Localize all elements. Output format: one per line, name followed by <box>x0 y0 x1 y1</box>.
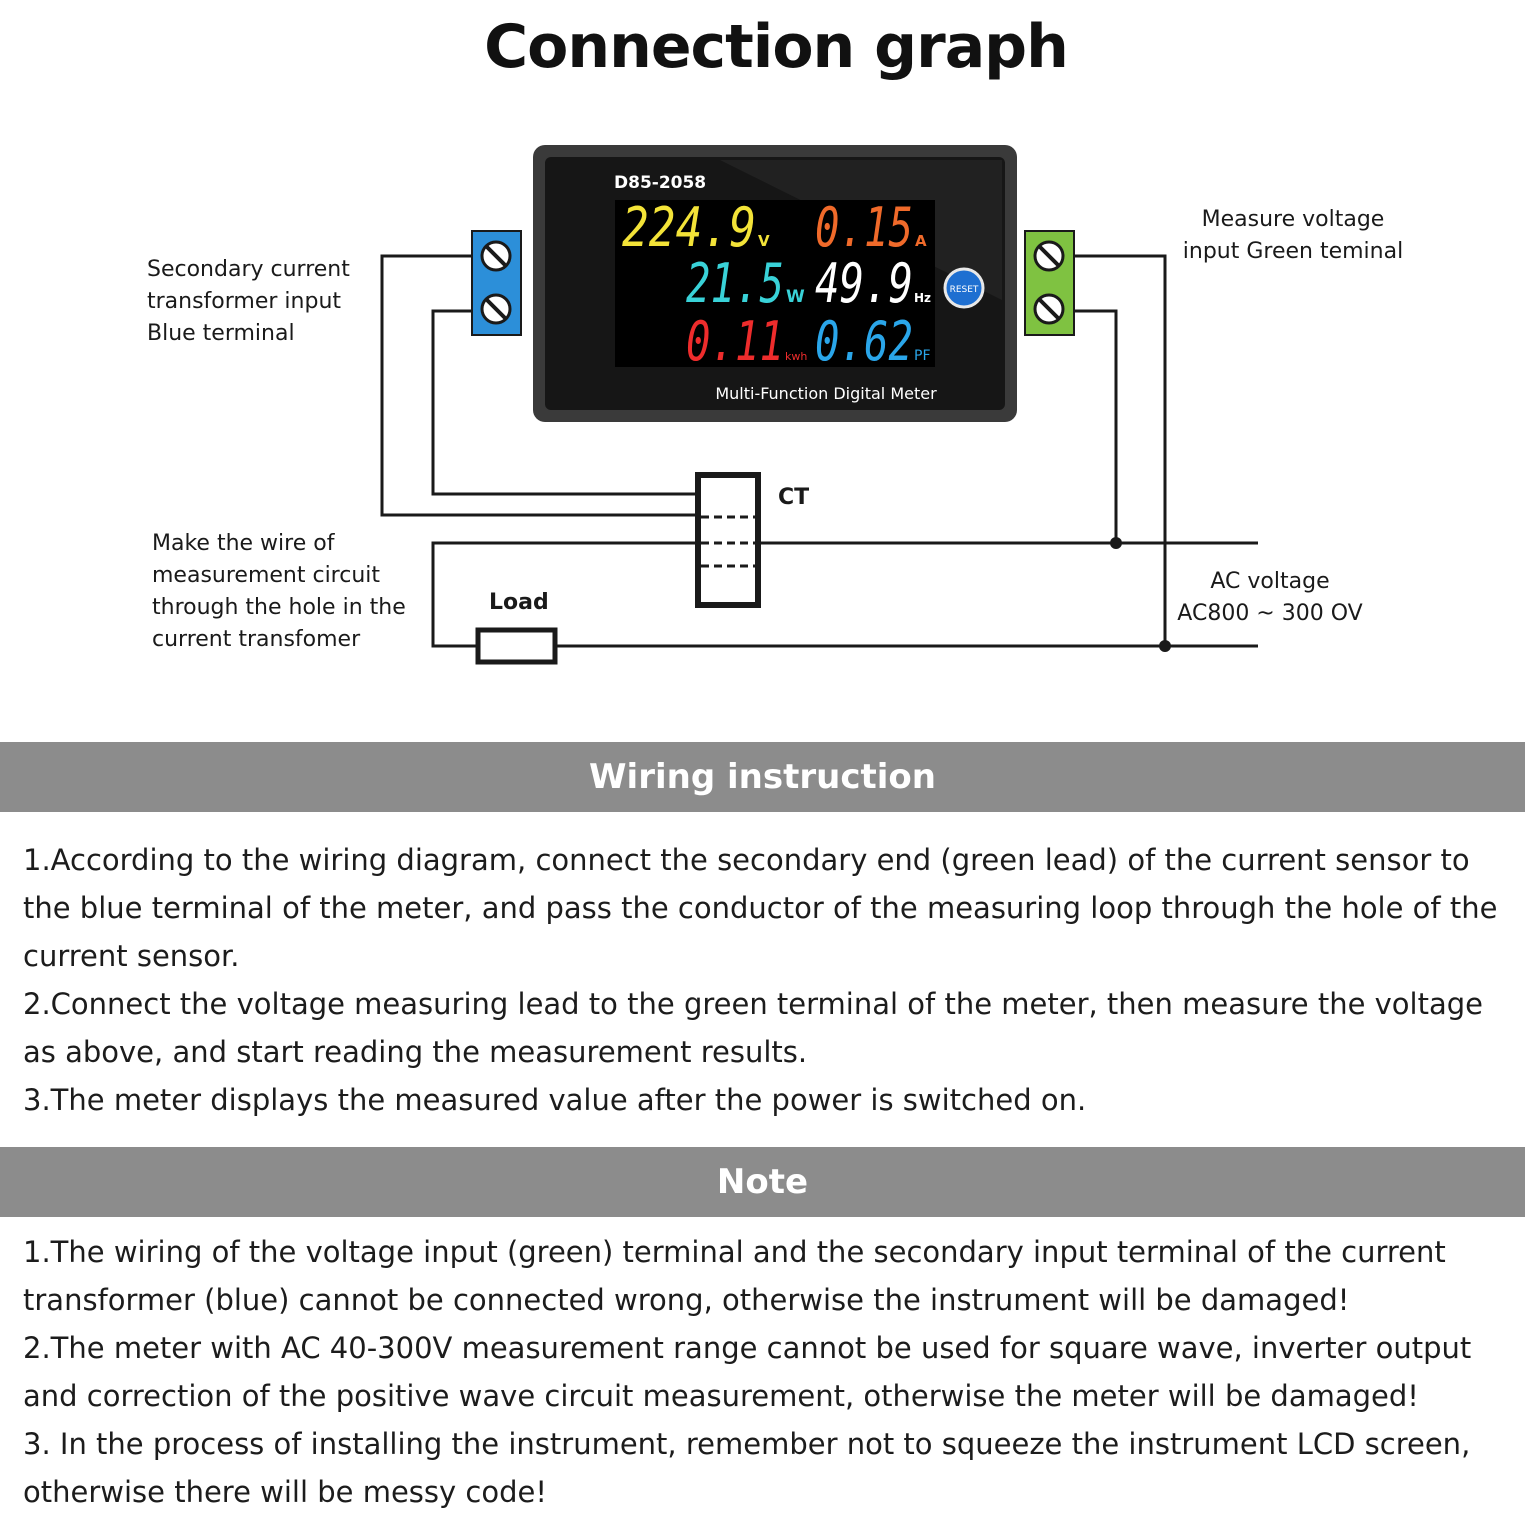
label-secondary-line-2: transformer input <box>147 289 342 314</box>
meter-screen <box>615 200 935 367</box>
note-heading-band: Note <box>0 1147 1525 1217</box>
note-list: 1.The wiring of the voltage input (green… <box>23 1228 1518 1516</box>
unit-power-factor: PF <box>914 348 931 364</box>
wiring-lines <box>380 254 1258 648</box>
label-ac: AC voltage AC800 ~ 300 OV <box>1160 566 1380 630</box>
load-resistor <box>475 627 558 665</box>
note-item-1: 1.The wiring of the voltage input (green… <box>23 1235 1446 1317</box>
meter-model: D85-2058 <box>614 173 706 193</box>
label-measure-line-2: input Green teminal <box>1182 239 1404 264</box>
reading-frequency: 49.9 <box>815 252 913 315</box>
label-secondary-line-3: Blue terminal <box>147 321 295 346</box>
note-item-2: 2.The meter with AC 40-300V measurement … <box>23 1331 1472 1413</box>
blue-terminal <box>471 230 522 336</box>
unit-energy: kwh <box>785 350 807 363</box>
wire-green-bottom <box>1074 309 1118 543</box>
unit-power: W <box>786 287 805 307</box>
wiring-item-3: 3.The meter displays the measured value … <box>23 1083 1087 1117</box>
reading-current: 0.15 <box>815 196 913 259</box>
page-title: Connection graph <box>484 12 1069 82</box>
label-ct: CT <box>778 485 810 510</box>
label-secondary-line-1: Secondary current <box>147 257 350 282</box>
note-item-3: 3. In the process of installing the inst… <box>23 1427 1471 1509</box>
label-wire-line-3: through the hole in the <box>152 595 406 620</box>
label-wire-line-4: current transfomer <box>152 627 361 652</box>
reset-button[interactable]: RESET <box>943 267 985 309</box>
wire-blue-top <box>380 254 698 517</box>
label-wire-line-2: measurement circuit <box>152 563 381 588</box>
reading-power-factor: 0.62 <box>815 310 913 373</box>
connection-diagram: D85-2058 Multi-Function Digital Meter 22… <box>380 145 1258 665</box>
label-secondary: Secondary current transformer input Blue… <box>147 254 350 350</box>
junction-dot-top <box>1110 537 1122 549</box>
label-ac-line-2: AC800 ~ 300 OV <box>1177 601 1363 626</box>
green-terminal <box>1024 230 1075 336</box>
label-measure-line-1: Measure voltage <box>1201 207 1385 232</box>
label-wire: Make the wire of measurement circuit thr… <box>152 528 406 656</box>
label-ac-line-1: AC voltage <box>1210 569 1330 594</box>
wiring-heading: Wiring instruction <box>589 757 936 797</box>
digital-meter: D85-2058 Multi-Function Digital Meter 22… <box>533 145 1017 422</box>
reset-label: RESET <box>950 285 979 295</box>
wiring-item-1: 1.According to the wiring diagram, conne… <box>23 843 1498 973</box>
unit-frequency: Hz <box>914 291 931 305</box>
ct-transformer <box>695 472 761 608</box>
wiring-heading-band: Wiring instruction <box>0 742 1525 812</box>
unit-voltage: V <box>758 232 770 250</box>
label-load: Load <box>489 590 549 615</box>
reading-power: 21.5 <box>686 252 784 315</box>
wiring-item-2: 2.Connect the voltage measuring lead to … <box>23 987 1483 1069</box>
junction-dot-bottom <box>1159 640 1171 652</box>
wire-blue-bottom <box>431 309 698 496</box>
label-measure: Measure voltage input Green teminal <box>1160 204 1426 268</box>
wire-live <box>431 541 1258 648</box>
reading-voltage: 224.9 <box>622 196 756 259</box>
reading-energy: 0.11 <box>686 310 784 373</box>
label-wire-line-1: Make the wire of <box>152 531 335 556</box>
unit-current: A <box>915 232 927 250</box>
meter-subtitle: Multi-Function Digital Meter <box>715 384 937 403</box>
note-heading: Note <box>716 1162 809 1202</box>
wiring-instructions: 1.According to the wiring diagram, conne… <box>23 836 1518 1124</box>
wire-green-top <box>1074 254 1167 646</box>
